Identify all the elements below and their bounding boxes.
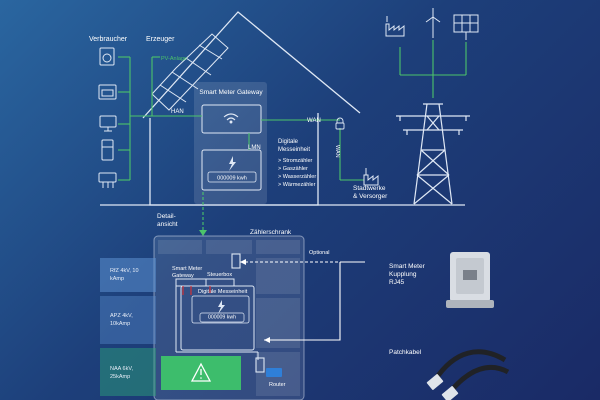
warning-icon <box>190 362 212 382</box>
router-label: Router <box>269 382 286 388</box>
messeinheit-box <box>201 149 262 191</box>
stadtwerke-label-2: & Versorger <box>353 193 388 200</box>
gateway-panel <box>194 82 267 204</box>
cab-kwh-display <box>199 312 245 323</box>
heater-icon <box>98 172 117 188</box>
wind-turbine-icon <box>425 8 441 38</box>
apz-label-1: APZ 4kV, <box>110 313 133 319</box>
kwh-display <box>207 171 257 183</box>
rfz-label-1: RfZ 4kV, 10 <box>110 268 139 274</box>
kupplung-arrow-head <box>264 337 270 343</box>
apz-label-2: 10kAmp <box>110 321 130 327</box>
naa-label-2: 25kAmp <box>110 374 130 380</box>
patchkabel-label: Patchkabel <box>389 349 422 356</box>
cab-messeinheit-box <box>180 285 255 351</box>
detail-label-2: ansicht <box>157 221 178 228</box>
kwh-reading: 000009 kwh <box>217 176 247 182</box>
fridge-icon <box>101 139 114 161</box>
pv-label: PV-Anlage <box>161 56 187 62</box>
wan-label: WAN <box>307 118 321 124</box>
kupplung-label-1: Smart Meter <box>389 263 426 270</box>
messeinheit-title-1: Digitale <box>278 139 299 145</box>
kupplung-label-3: RJ45 <box>389 279 405 286</box>
factory-icon <box>385 16 405 37</box>
kupplung-device-image <box>446 252 494 308</box>
gateway-box <box>201 104 262 134</box>
washing-machine-icon <box>99 47 115 66</box>
kupplung-line <box>264 262 341 341</box>
naa-label-1: NAA 6kV, <box>110 366 134 372</box>
cab-lightning-icon <box>218 300 225 314</box>
cab-connector-2 <box>255 357 265 373</box>
detail-arrow-head <box>199 230 207 236</box>
tv-icon <box>99 115 117 132</box>
red-links <box>182 286 211 295</box>
messeinheit-title-2: Messeinheit <box>278 147 310 153</box>
detail-label-1: Detail- <box>157 213 176 220</box>
verbraucher-label: Verbraucher <box>89 36 128 43</box>
rfz-label-2: kAmp <box>110 276 124 282</box>
optional-arrow-head <box>240 259 246 265</box>
zaehlerschrank-label: Zählerschrank <box>250 229 292 236</box>
cab-messeinheit-inner <box>191 295 250 324</box>
cab-gateway-label-2: Gateway <box>172 273 194 279</box>
meter-list-item: > Wärmezähler <box>278 182 316 188</box>
cab-gateway-label-1: Smart Meter <box>172 266 202 272</box>
kupplung-label-2: Kupplung <box>389 271 417 278</box>
warning-dot <box>200 377 202 379</box>
stadtwerke-icon <box>363 168 379 186</box>
wan-vertical-label: WAN <box>334 145 340 158</box>
cab-messeinheit-label: Digitale Messeinheit <box>198 289 248 295</box>
apz-bar <box>100 296 156 344</box>
erzeuger-label: Erzeuger <box>146 36 175 43</box>
gateway-title: Smart Meter Gateway <box>199 89 263 96</box>
optional-label: Optional <box>309 250 330 256</box>
oven-icon <box>98 84 117 100</box>
router-icon <box>266 368 282 377</box>
stadtwerke-label-1: Stadtwerke <box>353 185 386 192</box>
cab-kwh-reading: 000009 kwh <box>208 315 236 321</box>
rfz-bar <box>100 258 156 292</box>
meter-list-item: > Gaszähler <box>278 166 308 172</box>
cab-steuerbox-label: Steuerbox <box>207 272 232 278</box>
house <box>100 11 465 206</box>
naa-bar <box>100 348 156 396</box>
patch-cable-image <box>426 349 510 400</box>
lmn-label: LMN <box>248 145 261 151</box>
solar-roof-icon <box>151 33 229 111</box>
solar-panel-icon <box>453 14 479 40</box>
wifi-icon <box>223 113 239 124</box>
meter-list-item: > Stromzähler <box>278 158 313 164</box>
han-label: HAN <box>171 109 184 115</box>
cab-connector <box>231 253 241 269</box>
green-links <box>129 40 467 181</box>
power-pylon-icon <box>396 103 470 205</box>
lock-icon <box>335 117 345 130</box>
lightning-icon <box>229 156 236 171</box>
consumer-links <box>118 56 131 181</box>
meter-list-item: > Wasserzähler <box>278 174 316 180</box>
